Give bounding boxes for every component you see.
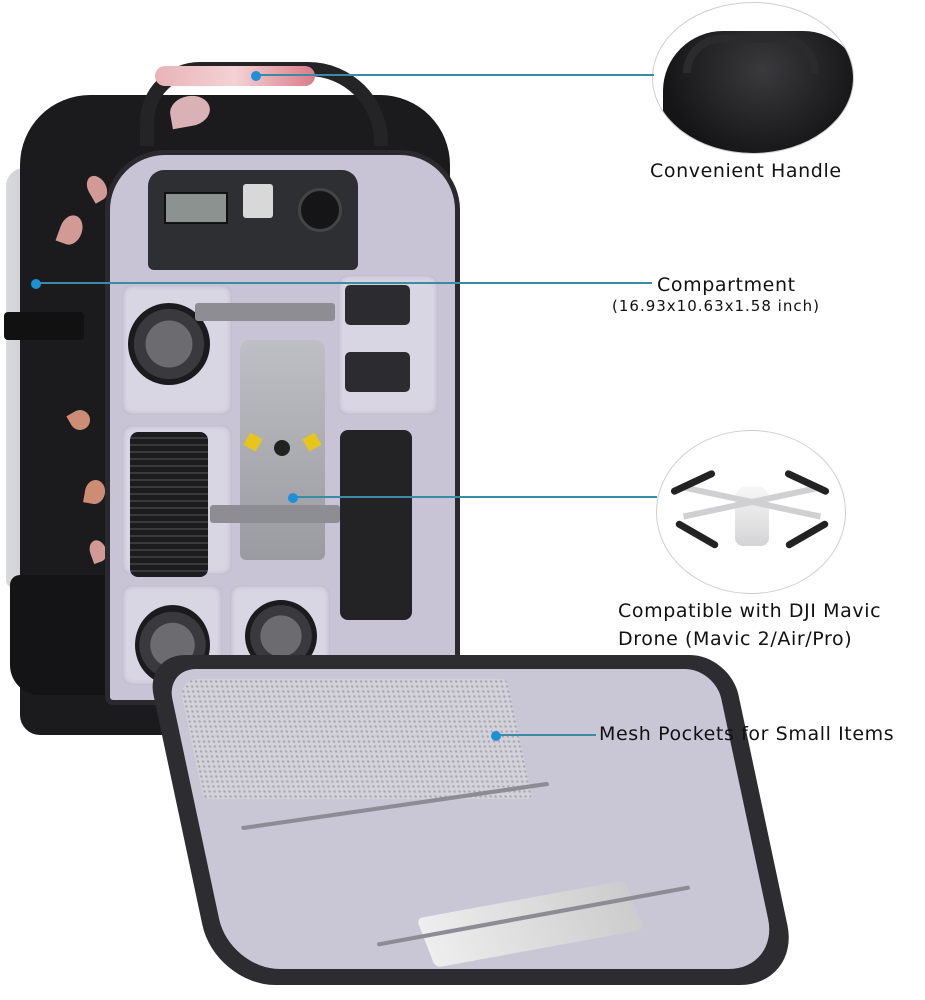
handle-floral-grip	[155, 66, 315, 86]
camera-lcd	[164, 192, 228, 224]
mesh-callout-line	[496, 734, 596, 736]
drone-icon	[240, 340, 325, 560]
hotshoe	[243, 184, 273, 218]
side-strap-buckle	[4, 312, 84, 340]
mesh-pocket	[178, 679, 533, 799]
mesh-callout-dot	[491, 731, 501, 741]
side-pocket	[10, 575, 120, 695]
propeller-icon	[784, 519, 830, 550]
camera-icon	[148, 170, 358, 270]
drone-inset	[656, 430, 846, 594]
battery-icon	[345, 352, 410, 392]
mesh-label: Mesh Pockets for Small Items	[599, 723, 895, 745]
compartment-callout-line	[36, 282, 652, 284]
mode-dial	[298, 188, 342, 232]
compartment-callout-dot	[31, 279, 41, 289]
handle-callout-line	[256, 74, 654, 76]
drone-label-line1: Compatible with DJI Mavic	[618, 600, 882, 622]
handle-loop	[683, 35, 819, 73]
drone-yellow-accent	[302, 432, 322, 452]
flash-icon	[340, 430, 412, 620]
handle-label: Convenient Handle	[650, 160, 842, 182]
handle-callout-dot	[251, 71, 261, 81]
tablet-icon	[416, 880, 645, 968]
front-lid	[145, 655, 801, 985]
drone-sensor	[274, 440, 290, 456]
propeller-icon	[674, 519, 720, 550]
compartment-dimensions: (16.93x10.63x1.58 inch)	[612, 297, 820, 315]
handle-closeup-inset	[652, 2, 854, 154]
drone-body-icon	[735, 486, 769, 546]
drone-callout-dot	[288, 493, 298, 503]
lens-icon	[130, 432, 208, 577]
velcro-strap	[195, 303, 335, 321]
drone-label-line2: Drone (Mavic 2/Air/Pro)	[618, 628, 853, 650]
drone-yellow-accent	[243, 432, 263, 452]
compartment-label: Compartment	[657, 274, 796, 296]
velcro-strap	[210, 505, 340, 523]
battery-icon	[345, 285, 410, 325]
lid-lining	[165, 669, 779, 969]
drone-callout-line	[293, 496, 657, 498]
backpack-illustration	[4, 62, 801, 985]
